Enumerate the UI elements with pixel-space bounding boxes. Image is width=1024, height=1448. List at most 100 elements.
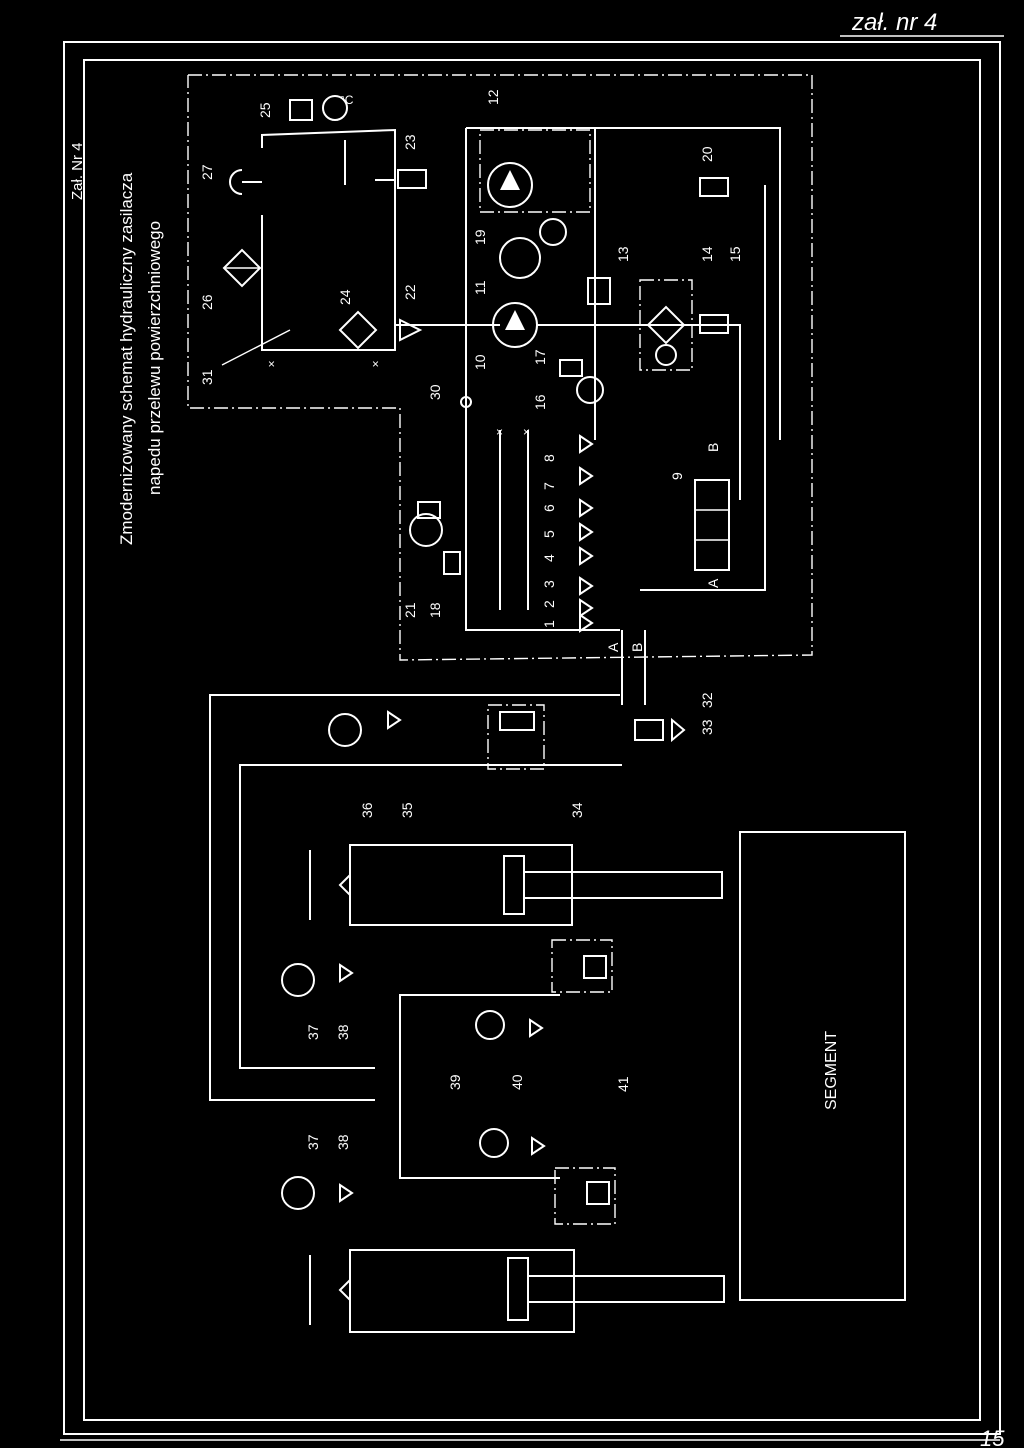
pressure-gauge-39-upper	[475, 1010, 505, 1040]
valve-8	[579, 434, 594, 454]
flow-control-check	[499, 711, 535, 731]
label-37-lower: 37	[305, 1134, 321, 1150]
segment-block	[739, 831, 906, 1301]
valve-9-port-a: A	[705, 578, 721, 588]
upper-piston	[503, 855, 525, 915]
valve-38-lower	[339, 1183, 354, 1203]
label-12: 12	[485, 89, 501, 105]
label-1: 1	[541, 620, 557, 628]
valve-2	[579, 598, 594, 618]
label-22: 22	[402, 284, 418, 300]
relief-valve-13	[587, 277, 611, 305]
title-line-2: napedu przelewu powierzchniowego	[145, 221, 164, 495]
label-2: 2	[541, 600, 557, 608]
valve-40-upper	[529, 1018, 544, 1038]
line-to-flow-41	[399, 994, 560, 1068]
label-21: 21	[402, 602, 418, 618]
valve-5	[579, 522, 594, 542]
upper-mount	[338, 872, 351, 898]
pressure-gauge-21	[409, 513, 443, 547]
title-line-1: Zmodernizowany schemat hydrauliczny zasi…	[117, 172, 136, 545]
label-9: 9	[669, 472, 685, 480]
label-27: 27	[199, 164, 215, 180]
pressure-gauge-39-lower	[479, 1128, 509, 1158]
line-to-valve-9	[640, 185, 766, 591]
flow-control-41-lower	[554, 1167, 616, 1225]
label-11: 11	[472, 280, 488, 295]
pressure-gauge-36	[328, 713, 362, 747]
label-32: 32	[699, 692, 715, 708]
pressure-gauge-37-upper	[281, 963, 315, 997]
handwritten-reference: zał. nr 4	[851, 9, 937, 36]
label-30: 30	[427, 384, 443, 400]
pump-10-arrow	[505, 310, 525, 330]
page-number: 15	[980, 1426, 1005, 1448]
flow-control-34	[487, 704, 545, 770]
label-6: 6	[541, 504, 557, 512]
label-40: 40	[509, 1074, 525, 1090]
label-36: 36	[359, 802, 375, 818]
inner-frame	[83, 59, 981, 1421]
filler-cap	[229, 169, 243, 195]
lower-mount	[338, 1277, 351, 1303]
port-a-label: A	[605, 642, 621, 652]
electric-motor	[499, 237, 541, 279]
pressure-line	[537, 324, 741, 500]
lower-cylinder	[349, 1249, 575, 1333]
valve-7	[579, 466, 594, 486]
label-10: 10	[472, 354, 488, 370]
valve-3	[579, 576, 594, 596]
valve-38-upper	[339, 963, 354, 983]
filter-indicator	[655, 344, 677, 366]
pressure-gauge-pump	[539, 218, 567, 246]
thermometer-unit: °C	[340, 93, 354, 107]
label-8: 8	[541, 454, 557, 462]
label-35: 35	[399, 802, 415, 818]
shutoff-valve-22	[399, 318, 423, 342]
outer-frame	[63, 41, 1001, 1435]
label-13: 13	[615, 246, 631, 262]
check-valve-20	[699, 177, 729, 197]
label-23: 23	[402, 134, 418, 150]
label-15: 15	[727, 246, 743, 262]
lower-rod	[527, 1275, 725, 1303]
label-24: 24	[337, 289, 353, 305]
flow-41-upper-check	[583, 955, 607, 979]
return-filter-symbol	[338, 310, 378, 350]
power-pack-boundary	[187, 74, 813, 661]
label-31: 31	[199, 369, 215, 385]
thermometer	[322, 95, 348, 121]
pressure-gauge-37-lower	[281, 1176, 315, 1210]
flow-41-lower-check	[586, 1181, 610, 1205]
label-7: 7	[541, 482, 557, 490]
check-valve-23	[397, 169, 427, 189]
upper-cylinder	[349, 844, 573, 926]
leader-31	[221, 329, 291, 366]
attachment-label: Zał. Nr 4	[69, 142, 86, 200]
plug-x-2: ×	[523, 425, 530, 439]
label-18: 18	[427, 602, 443, 618]
lower-piston	[507, 1257, 529, 1321]
line-to-lower-cylinder	[209, 694, 620, 1101]
label-26: 26	[199, 294, 215, 310]
pressure-switch-21	[417, 501, 441, 519]
label-34: 34	[569, 802, 585, 818]
label-3: 3	[541, 580, 557, 588]
upper-rod	[523, 871, 723, 899]
pressure-switch-18	[443, 551, 461, 575]
label-37-upper: 37	[305, 1024, 321, 1040]
valve-9-port-b: B	[705, 443, 721, 452]
pump-12-assembly	[479, 129, 591, 213]
pump-12	[487, 162, 533, 208]
label-39: 39	[447, 1074, 463, 1090]
valve-6	[579, 498, 594, 518]
label-38-upper: 38	[335, 1024, 351, 1040]
segment-label: SEGMENT	[823, 1031, 840, 1110]
drain-x-2: ×	[372, 357, 379, 371]
label-20: 20	[699, 146, 715, 162]
return-manifold	[466, 127, 781, 440]
valve-35	[387, 710, 402, 730]
label-17: 17	[532, 349, 548, 365]
label-16: 16	[532, 394, 548, 410]
